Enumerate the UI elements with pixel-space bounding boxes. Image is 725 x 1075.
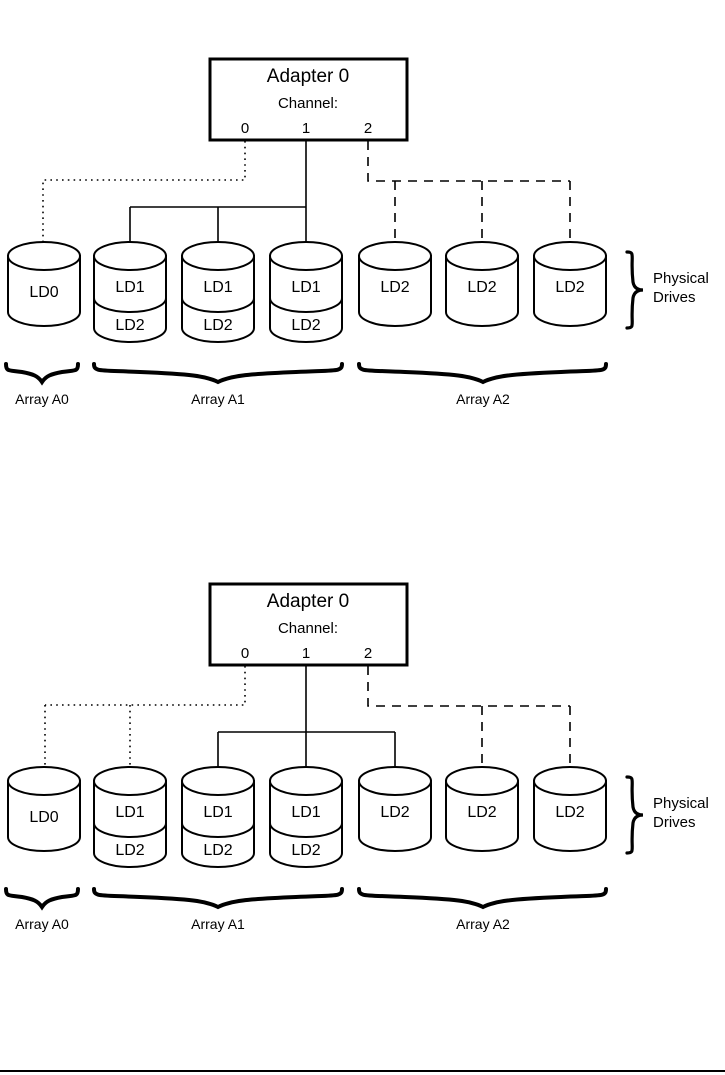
channel-label-0-2: 0 [241,645,249,662]
adapter-subtitle-2: Channel: [278,620,338,637]
diagram-top-canvas: Adapter 0 Channel: 0 1 2 [0,0,725,430]
diagram-top: Adapter 0 Channel: 0 1 2 [0,0,725,430]
drive-4-2-label-0: LD2 [380,804,409,821]
drive-3-label-0: LD1 [291,279,320,296]
array-brace-a2 [357,362,608,385]
drive-3-2-label-0: LD1 [291,804,320,821]
drive-4-2[interactable]: LD2 [358,766,432,852]
drive-2[interactable]: LD1 LD2 [181,241,255,343]
array-label-a0: Array A0 [15,391,69,407]
array-brace-a1 [92,362,344,385]
adapter-title: Adapter 0 [267,66,349,87]
drive-3-label-1: LD2 [291,317,320,334]
drive-1[interactable]: LD1 LD2 [93,241,167,343]
drive-6-label-0: LD2 [555,279,584,296]
adapter-title-2: Adapter 0 [267,591,349,612]
drive-1-2[interactable]: LD1 LD2 [93,766,167,868]
array-brace-a0 [4,362,80,386]
drive-5-2-label-0: LD2 [467,804,496,821]
diagram-bottom: Adapter 0 Channel: 0 1 2 [0,525,725,955]
drive-6[interactable]: LD2 [533,241,607,327]
array-label-a2: Array A2 [456,391,510,407]
adapter-box: Adapter 0 Channel: 0 1 2 [208,57,409,142]
channel-label-1: 1 [302,120,310,137]
drive-1-2-label-0: LD1 [115,804,144,821]
physical-drives-brace [625,250,644,330]
array-brace-a0-2 [4,887,80,911]
physical-drives-label-line1-2: Physical [653,795,709,812]
array-brace-a1-2 [92,887,344,910]
drive-5[interactable]: LD2 [445,241,519,327]
array-label-a1: Array A1 [191,391,245,407]
drive-2-2-label-1: LD2 [203,842,232,859]
channel-label-0: 0 [241,120,249,137]
drive-5-label-0: LD2 [467,279,496,296]
drive-3-2-label-1: LD2 [291,842,320,859]
drive-0-label-0: LD0 [29,284,58,301]
adapter-box-2: Adapter 0 Channel: 0 1 2 [208,582,409,667]
footer-rule [0,1070,725,1072]
drive-0-2[interactable]: LD0 [7,766,81,852]
drive-2-2-label-0: LD1 [203,804,232,821]
channel-label-2: 2 [364,120,372,137]
channel-0-bus-dotted-2 [44,666,246,793]
adapter-subtitle: Channel: [278,95,338,112]
physical-drives-label-line2: Drives [653,289,696,306]
drive-4[interactable]: LD2 [358,241,432,327]
drive-0[interactable]: LD0 [7,241,81,327]
drive-1-label-1: LD2 [115,317,144,334]
channel-label-1-2: 1 [302,645,310,662]
drive-6-2[interactable]: LD2 [533,766,607,852]
diagram-bottom-canvas: Adapter 0 Channel: 0 1 2 [0,525,725,955]
drive-3-2[interactable]: LD1 LD2 [269,766,343,868]
array-label-a1-2: Array A1 [191,916,245,932]
array-brace-a2-2 [357,887,608,910]
channel-label-2-2: 2 [364,645,372,662]
drive-3[interactable]: LD1 LD2 [269,241,343,343]
drive-1-label-0: LD1 [115,279,144,296]
physical-drives-brace-2 [625,775,644,855]
drive-1-2-label-1: LD2 [115,842,144,859]
drive-4-label-0: LD2 [380,279,409,296]
array-label-a2-2: Array A2 [456,916,510,932]
drive-2-label-1: LD2 [203,317,232,334]
drive-2-2[interactable]: LD1 LD2 [181,766,255,868]
drive-0-2-label-0: LD0 [29,809,58,826]
physical-drives-label-line2-2: Drives [653,814,696,831]
channel-0-bus-dotted [42,141,246,268]
drive-6-2-label-0: LD2 [555,804,584,821]
array-label-a0-2: Array A0 [15,916,69,932]
drive-5-2[interactable]: LD2 [445,766,519,852]
physical-drives-label-line1: Physical [653,270,709,287]
drive-2-label-0: LD1 [203,279,232,296]
